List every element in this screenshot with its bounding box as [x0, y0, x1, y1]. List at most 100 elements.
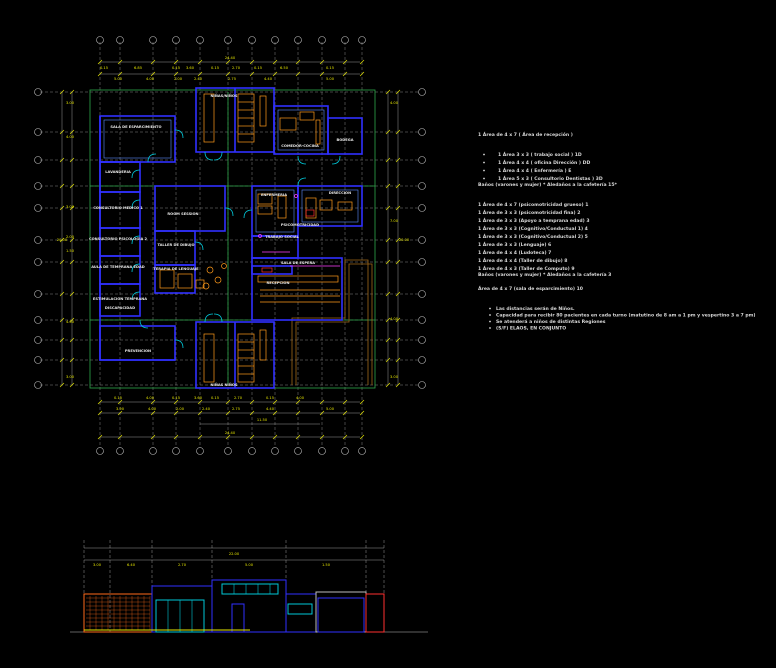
axis-bubble — [172, 447, 180, 455]
note-line: 1 Área de 3 x 3 (Cognitivo/Conductual 2)… — [478, 233, 588, 240]
note-line: (S/F) ELAOS, EN CONJUNTO — [496, 326, 566, 332]
dim-text: 1.50 — [66, 249, 75, 253]
axis-bubble — [34, 356, 42, 364]
room-label-consultorio: CONSULTORIO MEDICO 1 — [93, 206, 143, 210]
axis-bubble — [318, 447, 326, 455]
axis-bubble — [196, 447, 204, 455]
note-line: 1 Área de 4 x 7 (psicomotricidad grueso)… — [478, 201, 588, 208]
axis-bubble — [34, 128, 42, 136]
furniture — [159, 93, 353, 383]
dim-text: 4.40 — [264, 77, 273, 81]
note-line: 1 Área 4 x 4 ( Enfermería ) E — [498, 167, 571, 174]
bullet-dot — [489, 320, 491, 323]
axis-bubble — [248, 36, 256, 44]
axis-bubble — [418, 290, 426, 298]
dim-text: 2.70 — [178, 563, 187, 567]
note-line: 1 Área de 3 x 3 (Lenguaje) 6 — [478, 241, 551, 248]
note-line-after-b: Área de 4 x 7 (sala de esparcimiento) 10 — [478, 285, 583, 292]
dim-text: 0.15 — [211, 66, 219, 70]
dim-text: 3.60 — [186, 66, 195, 70]
axis-bubble — [418, 258, 426, 266]
note-line: Las distancias serán de Niños. — [496, 305, 575, 312]
note-group-b-footer: Baños (varones y mujer) * Aledaños a la … — [478, 271, 611, 278]
dim-text: 3.00 — [93, 563, 102, 567]
room-label-recepcion: RECEPCION — [267, 281, 290, 285]
dim-text: 2.00 — [66, 235, 75, 239]
dim-text: 3.00 — [390, 375, 399, 379]
notes-group-b: 1 Área de 4 x 7 (psicomotricidad grueso)… — [478, 201, 590, 272]
room-label-bodega: BODEGA — [337, 138, 354, 142]
room-label-prevencion: PREVENCION — [125, 349, 151, 353]
dim-text: 4.00 — [148, 407, 157, 411]
note-line: 1 Área de 3 x 3 (Apoyo a temprana edad) … — [478, 217, 590, 224]
magenta-details — [258, 194, 340, 267]
dim-text: 2.00 — [174, 77, 183, 81]
room-label-trabajo-social: TRABAJO SOCIAL — [265, 235, 300, 239]
axis-bubble — [341, 36, 349, 44]
axis-bubble — [418, 381, 426, 389]
bullet-dot — [489, 327, 491, 329]
dim-text: 0.15 — [326, 66, 334, 70]
axis-bubble — [34, 381, 42, 389]
dim-text: 7.00 — [390, 219, 399, 223]
dim-text: 0.15 — [172, 396, 180, 400]
bullet-dot — [483, 153, 485, 156]
dim-text: 4.00 — [296, 396, 305, 400]
dim-text: 6.85 — [134, 66, 142, 70]
room-label-south-wc: NIÑAS NIÑOS — [211, 382, 238, 387]
axis-bubble — [116, 36, 124, 44]
room-label-educacion: CONSULTORIO PSICOLOGIA 2 — [89, 237, 148, 241]
axis-bubble — [34, 258, 42, 266]
axis-bubble — [248, 447, 256, 455]
dim-text: 5.00 — [326, 407, 335, 411]
bullet-dot — [489, 307, 491, 310]
dim-text: 3.60 — [194, 396, 203, 400]
bullet-dot — [483, 169, 485, 172]
dim-text: 4.00 — [390, 101, 399, 105]
dim-text: 6.50 — [280, 66, 289, 70]
axis-bubble — [34, 236, 42, 244]
room-label-north-wc: NIÑAS/NIÑOS — [210, 93, 237, 98]
dim-bottom-total: 24.40 — [225, 431, 236, 435]
dim-text: 2.75 — [228, 77, 236, 81]
note-line: Se atenderá a niños de distintas Regione… — [496, 318, 606, 325]
dim-text: 5.00 — [245, 563, 254, 567]
dim-right-total: 20.00 — [399, 238, 410, 242]
axis-bubbles — [34, 36, 426, 455]
axis-bubble — [418, 128, 426, 136]
room-label-comedor: COMEDOR-COCINA — [281, 144, 319, 148]
dim-text: 2.40 — [194, 77, 203, 81]
bullet-dot — [483, 161, 485, 164]
notes-group-a: 1 Área 3 x 3 ( trabajo social ) 1D1 Área… — [483, 151, 603, 182]
dim-text: 0.15 — [114, 396, 122, 400]
brick-hatch — [86, 596, 151, 631]
note-line: 1 Área 5 x 3 ( Consultorio Dentistas ) 3… — [498, 175, 603, 182]
axis-bubble — [172, 36, 180, 44]
room-label-taller: TALLER DE DIBUJO — [157, 243, 194, 247]
room-label-aula-temprana: AULA DE TEMPRANA EDAD — [91, 265, 145, 269]
dim-text: 2.75 — [232, 407, 240, 411]
note-line: 1 Área de 3 x 3 (psicomotricidad fina) 2 — [478, 209, 580, 216]
bullet-dot — [483, 177, 485, 180]
elev-dim-total: 22.00 — [229, 552, 240, 556]
dim-bottom-mid: 11.50 — [257, 418, 268, 422]
axis-bubble — [34, 204, 42, 212]
room-label-lavander: LAVANDERIA — [105, 170, 131, 174]
dimension-ticks — [59, 59, 401, 440]
note-line-1: 1 Área de 4 x 7 ( Área de recepción ) — [478, 131, 573, 138]
dim-text: 4.00 — [66, 320, 75, 324]
axis-bubble — [294, 447, 302, 455]
dim-text: 4.40 — [266, 407, 275, 411]
dim-text: 3.00 — [66, 375, 75, 379]
dim-text: 0.15 — [172, 66, 180, 70]
dimension-lines — [61, 61, 399, 438]
axis-bubble — [418, 356, 426, 364]
axis-bubble — [358, 36, 366, 44]
room-label-psicomotricidad: PSICOMOTRICIDAD — [281, 223, 319, 227]
